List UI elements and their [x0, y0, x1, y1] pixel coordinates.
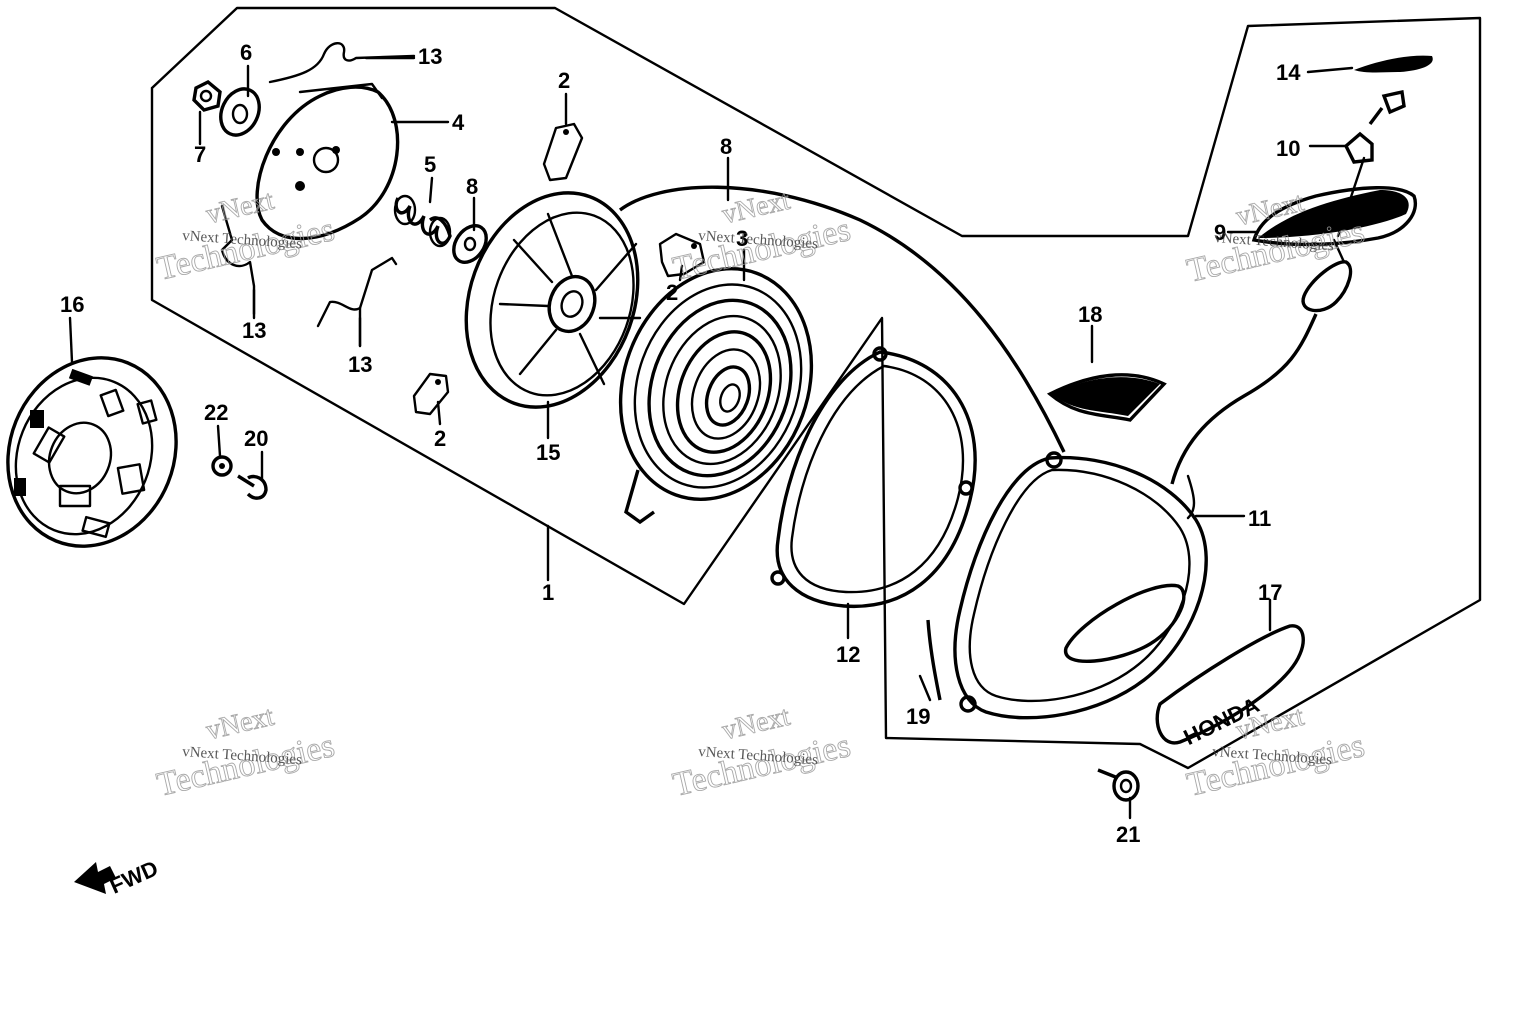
callout-2-bottom: 2: [434, 426, 446, 451]
part-3-recoil-spring: [618, 267, 814, 525]
callout-18: 18: [1078, 302, 1102, 327]
part-12-gasket: [770, 346, 977, 609]
watermark-br: vNext Technologies: [1183, 700, 1368, 804]
callout-5: 5: [424, 152, 436, 177]
watermarks: vNext Technologies vNext Technologies vN…: [153, 184, 1368, 804]
callout-12: 12: [836, 642, 860, 667]
callout-2-mid: 2: [666, 280, 678, 305]
part-20-bolt: [237, 474, 268, 500]
leader-lines: [68, 56, 1354, 820]
part-19-clip: [926, 619, 942, 701]
part-11-starter-case: [953, 451, 1208, 720]
callout-2-top: 2: [558, 68, 570, 93]
callout-22: 22: [204, 400, 228, 425]
callout-7: 7: [194, 142, 206, 167]
callout-20: 20: [244, 426, 268, 451]
part-13-spring-left: [220, 204, 256, 316]
callout-8-washer: 8: [466, 174, 478, 199]
part-2-ratchet-b: [658, 232, 706, 278]
part-2-ratchet-a: [542, 122, 584, 182]
part-4-drive-plate: [255, 82, 400, 241]
callout-9: 9: [1214, 220, 1226, 245]
assembly-boundary: [150, 6, 1482, 770]
rope-guide: [1170, 238, 1353, 485]
callout-16: 16: [60, 292, 84, 317]
part-18-plate: [1046, 373, 1167, 422]
part-5-spring: [393, 194, 452, 248]
part-21-bolt: [1097, 768, 1140, 802]
fwd-arrow-icon: [74, 862, 116, 894]
watermark-big-9: vNext: [719, 701, 793, 747]
part-8-rope: [618, 185, 1066, 453]
part-7-nut: [192, 79, 222, 112]
part-15-reel: [464, 191, 642, 409]
callout-15: 15: [536, 440, 560, 465]
watermark-bc: vNext Technologies: [669, 700, 854, 804]
callout-13-left: 13: [242, 318, 266, 343]
watermark-bl: vNext Technologies: [153, 700, 338, 804]
watermark-big-6: Technologies: [1183, 213, 1367, 290]
fwd-label: FWD: [106, 855, 162, 898]
watermark-tl: vNext Technologies: [153, 184, 338, 288]
watermark-big-2: Technologies: [153, 211, 337, 288]
callout-13-mid: 13: [348, 352, 372, 377]
part-10-rope-knot: [1336, 89, 1406, 238]
part-8-washer: [452, 224, 488, 264]
part-13-spring-top: [268, 42, 416, 84]
callout-1: 1: [542, 580, 554, 605]
callout-13-top: 13: [418, 44, 442, 69]
callout-17: 17: [1258, 580, 1282, 605]
watermark-big-8: Technologies: [153, 727, 337, 804]
part-16-fan-pulley: [6, 356, 178, 548]
callout-10: 10: [1276, 136, 1300, 161]
callout-8-rope: 8: [720, 134, 732, 159]
watermark-big-7: vNext: [203, 701, 277, 747]
fwd-indicator: FWD: [74, 855, 162, 899]
callout-4: 4: [452, 110, 465, 135]
callout-14: 14: [1276, 60, 1301, 85]
callout-21: 21: [1116, 822, 1140, 847]
callout-6: 6: [240, 40, 252, 65]
watermark-big-3: vNext: [719, 185, 793, 231]
part-6-washer: [219, 87, 261, 137]
part-14-grip-insert: [1354, 55, 1433, 73]
watermark-big-10: Technologies: [669, 727, 853, 804]
callout-11: 11: [1248, 506, 1271, 531]
part-22-washer: [211, 455, 233, 477]
callout-19: 19: [906, 704, 930, 729]
callout-3: 3: [736, 226, 748, 251]
part-2-ratchet-c: [412, 372, 450, 416]
callout-numbers: 6 13 4 7 2 5 8 8 14 10 9 3 2 13 13 16 18…: [60, 40, 1301, 847]
part-13-spring-mid: [316, 256, 398, 348]
